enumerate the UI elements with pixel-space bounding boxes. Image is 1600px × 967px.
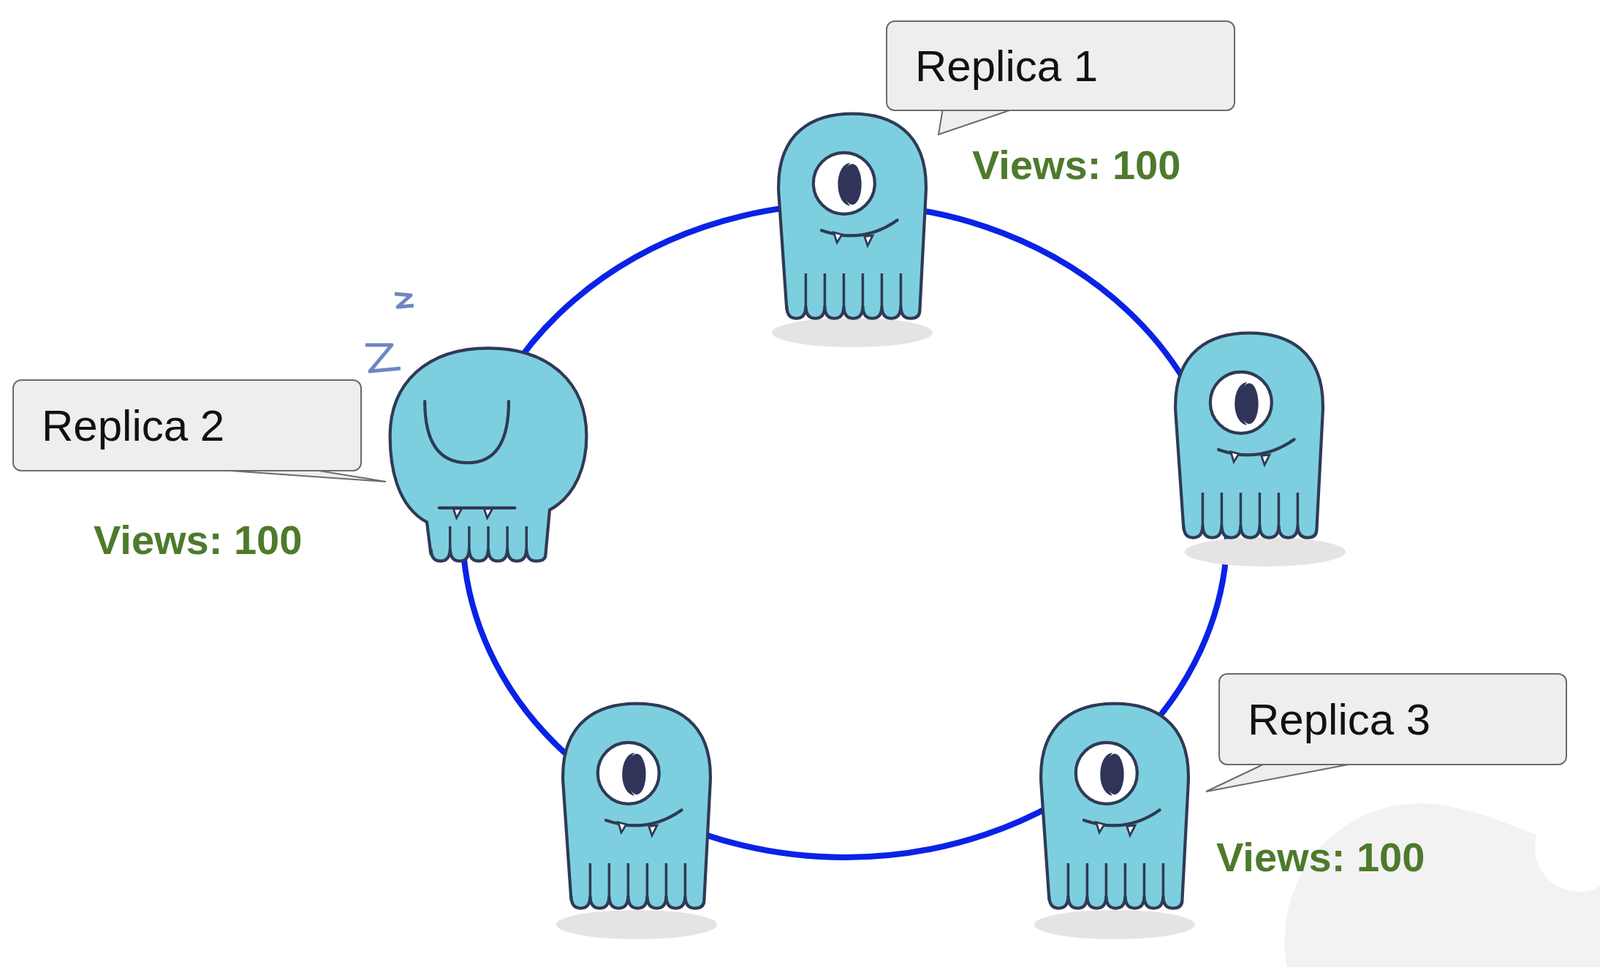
views-label: Views: 100 [93,516,302,564]
views-label: Views: 100 [1216,833,1425,881]
mascot-replica-2-asleep [390,347,587,561]
callout-box: Replica 3 [1218,673,1568,766]
callout-text: Replica 1 [887,40,1098,92]
mascot-bottom-left [562,703,711,909]
watermark-hole [1534,804,1600,892]
callout-box: Replica 1 [885,20,1236,112]
callout-text: Replica 2 [13,400,225,451]
mascot-replica-1 [778,114,927,319]
callout-text: Replica 3 [1219,694,1431,745]
mascot-replica-3 [1040,703,1189,909]
callout-tails [219,108,1353,792]
views-label: Views: 100 [972,141,1181,189]
mascot-right [1175,333,1323,538]
sleep-marks [365,293,414,372]
callout-box: Replica 2 [12,379,362,472]
